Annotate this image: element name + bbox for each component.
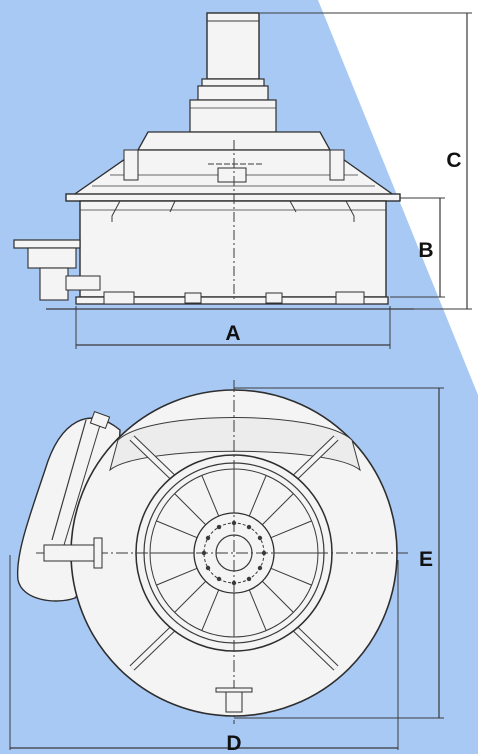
dimension-e: E (234, 387, 444, 719)
drum-base (75, 296, 389, 305)
discharge-gate-housing (27, 247, 77, 269)
drum-bracket-mid-right (289, 200, 297, 213)
drum-bracket-left (111, 200, 121, 222)
discharge-arm (65, 275, 101, 291)
gearbox-spoke (270, 520, 312, 539)
dimension-b: B (390, 197, 445, 298)
cover-top-plate (109, 417, 361, 472)
mixing-drum (79, 200, 387, 298)
gearbox-base (189, 99, 277, 133)
center-inspection-port (217, 167, 247, 183)
hub-bolt (257, 535, 263, 541)
gearbox-spoke (201, 589, 220, 631)
gearbox-spoke (156, 567, 198, 586)
drum-bracket-mid-left (169, 200, 176, 213)
bottom-outlet-flange (215, 687, 253, 693)
gearbox-spoke (156, 520, 198, 539)
hub-bolt (205, 565, 211, 571)
foot-right (335, 291, 365, 305)
gearbox-spoke (270, 567, 312, 586)
bottom-outlet (225, 689, 243, 713)
hub-bolt (205, 535, 211, 541)
gearbox-spoke (174, 493, 207, 526)
foot-mid-right (265, 292, 283, 304)
gearbox-spoke (174, 580, 207, 613)
hub-bolt (246, 524, 252, 530)
gate-actuator-plate (93, 537, 103, 569)
gearbox-spoke (248, 475, 267, 517)
drum-bracket-right (345, 200, 355, 222)
motor-flange (201, 78, 265, 87)
gate-arm-line-2 (63, 424, 101, 546)
hub-bolt (257, 565, 263, 571)
foot-left (103, 291, 135, 305)
side-view (13, 12, 414, 310)
dim-label-e: E (419, 548, 433, 571)
dim-label-c: C (446, 149, 461, 172)
hub-bolt (216, 576, 222, 582)
gearbox-spoke (261, 580, 294, 613)
gate-arm-line (51, 419, 87, 541)
motor-housing (206, 12, 260, 80)
gate-actuator (43, 544, 101, 562)
cover-hatch-left (123, 149, 139, 181)
drum-rim (65, 193, 401, 202)
gearbox-spoke (261, 493, 294, 526)
gate-hinge (89, 410, 111, 430)
dimension-a: A (75, 306, 391, 349)
dim-label-a: A (225, 322, 240, 345)
dimension-c: C (260, 12, 472, 310)
dimension-d: D (9, 555, 399, 754)
dim-label-b: B (418, 239, 433, 262)
discharge-platform (13, 239, 81, 249)
hub-bolt (216, 524, 222, 530)
hub-bolt (246, 576, 252, 582)
foot-mid-left (184, 292, 202, 304)
gearbox-top (197, 85, 269, 101)
discharge-cylinder (39, 267, 69, 301)
top-view (16, 380, 410, 724)
gearbox-spoke (201, 475, 220, 517)
gearbox-spoke (248, 589, 267, 631)
cover-hatch-right (329, 149, 345, 181)
dim-label-d: D (226, 732, 241, 754)
